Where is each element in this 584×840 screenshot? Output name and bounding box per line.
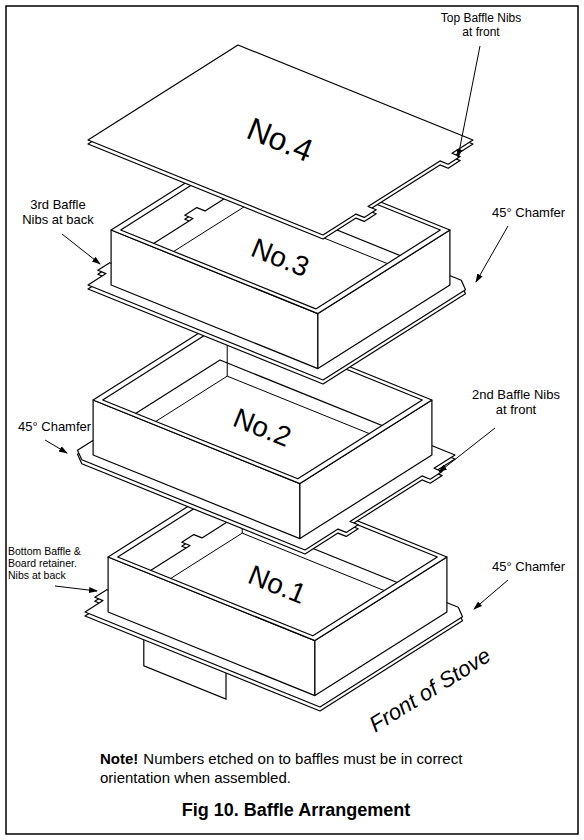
note-heading: Note! — [100, 750, 138, 767]
leader-line — [476, 226, 508, 282]
chamfer-label: 45° Chamfer — [492, 206, 565, 221]
leader-line — [55, 586, 97, 591]
leader-line — [474, 580, 508, 609]
chamfer-label: 45° Chamfer — [18, 420, 91, 435]
callout-label: Bottom Baffle & Board retainer. Nibs at … — [8, 545, 98, 581]
leader-line — [62, 234, 100, 264]
leader-line — [458, 46, 480, 157]
chamfer-label: 45° Chamfer — [492, 560, 565, 575]
note-block: Note!Numbers etched on to baffles must b… — [100, 750, 490, 788]
callout-label: 3rd Baffle Nibs at back — [16, 198, 100, 228]
leader-line — [439, 428, 495, 472]
note-text: Numbers etched on to baffles must be in … — [100, 750, 462, 786]
callout-label: Top Baffle Nibs at front — [440, 12, 522, 40]
baffle-plate — [88, 45, 473, 235]
leader-line — [45, 440, 67, 453]
figure-frame — [6, 6, 578, 834]
figure-caption: Fig 10. Baffle Arrangement — [4, 800, 584, 821]
callout-label: 2nd Baffle Nibs at front — [470, 388, 562, 418]
